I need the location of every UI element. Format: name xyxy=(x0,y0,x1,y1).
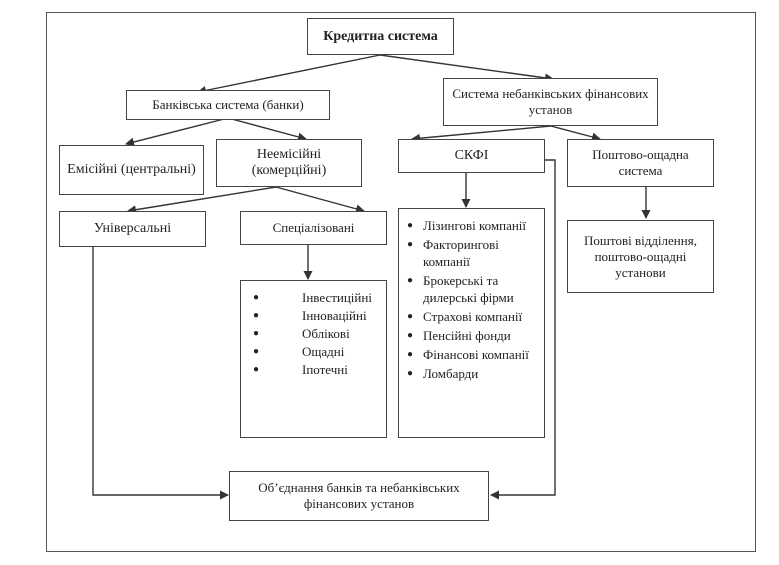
skfi-list-box: ●Лізингові компанії ●Факторингові компан… xyxy=(398,208,545,438)
node-union: Об’єднання банків та небанківських фінан… xyxy=(229,471,489,521)
node-emission-banks: Емісійні (центральні) xyxy=(59,145,204,195)
list-item: ●Інвестиційні xyxy=(253,290,372,305)
specialized-list: ●Інвестиційні ●Інноваційні ●Облікові ●Ощ… xyxy=(241,281,386,379)
arrow-nonemission-to-specialized xyxy=(275,186,365,214)
list-item: ●Страхові компанії xyxy=(407,309,523,324)
list-item: ●Іпотечні xyxy=(253,362,348,377)
arrow-banking-to-nonemission xyxy=(227,117,307,142)
specialized-list-box: ●Інвестиційні ●Інноваційні ●Облікові ●Ощ… xyxy=(240,280,387,438)
node-postal-system: Поштово-ощадна система xyxy=(567,139,714,187)
node-nonbanking-system: Система небанківських фінансових установ xyxy=(443,78,658,126)
node-credit-system: Кредитна система xyxy=(307,18,454,55)
arrow-root-to-banking xyxy=(197,54,381,95)
node-nonemission-banks: Неемісійні (комерційні) xyxy=(216,139,362,187)
arrow-banking-to-emission xyxy=(125,117,229,147)
list-item: ●Ощадні xyxy=(253,344,345,359)
list-item: ●Пенсійні фонди xyxy=(407,328,511,343)
arrow-universal-to-union xyxy=(92,247,229,500)
arrow-nonbanking-to-skfi xyxy=(411,125,552,143)
arrow-skfi-to-union xyxy=(490,159,556,500)
node-universal-banks: Універсальні xyxy=(59,211,206,247)
node-skfi: СКФІ xyxy=(398,139,545,173)
list-item: ●Брокерські та дилерські фірми xyxy=(407,273,514,305)
node-specialized-banks: Спеціалізовані xyxy=(240,211,387,245)
arrow-root-to-nonbanking xyxy=(379,54,554,83)
list-item: ●Фінансові компанії xyxy=(407,347,529,362)
arrow-nonbanking-to-postal xyxy=(550,125,601,142)
arrow-nonemission-to-universal xyxy=(127,186,277,215)
node-postal-offices: Поштові відділення, поштово-ощадні устан… xyxy=(567,220,714,293)
node-banking-system: Банківська система (банки) xyxy=(126,90,330,120)
list-item: ●Факторингові компанії xyxy=(407,237,499,269)
list-item: ●Лізингові компанії xyxy=(407,218,527,233)
list-item: ●Інноваційні xyxy=(253,308,367,323)
diagram-frame xyxy=(46,12,756,552)
list-item: ●Облікові xyxy=(253,326,350,341)
list-item: ●Ломбарди xyxy=(407,366,479,381)
skfi-list: ●Лізингові компанії ●Факторингові компан… xyxy=(399,209,544,382)
